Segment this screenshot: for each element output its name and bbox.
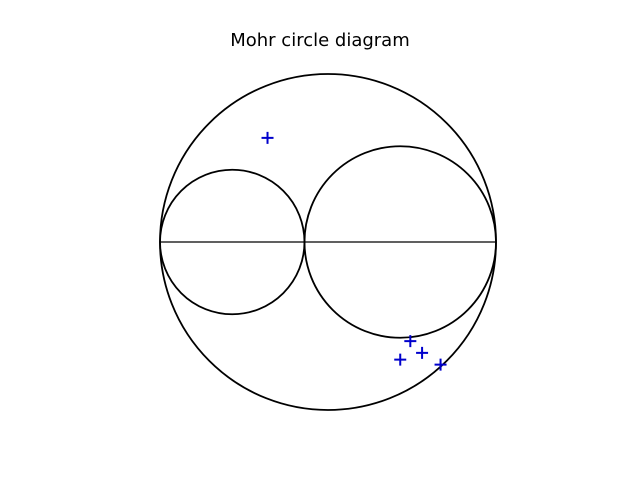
chart-title: Mohr circle diagram [230,30,410,51]
right-circle [303,145,497,339]
plus-marker [416,346,429,359]
plus-marker [394,353,407,366]
points-group [261,131,447,371]
plus-marker [434,358,447,371]
plus-marker [261,131,274,144]
circles-group [159,73,497,411]
plus-marker [404,335,417,348]
